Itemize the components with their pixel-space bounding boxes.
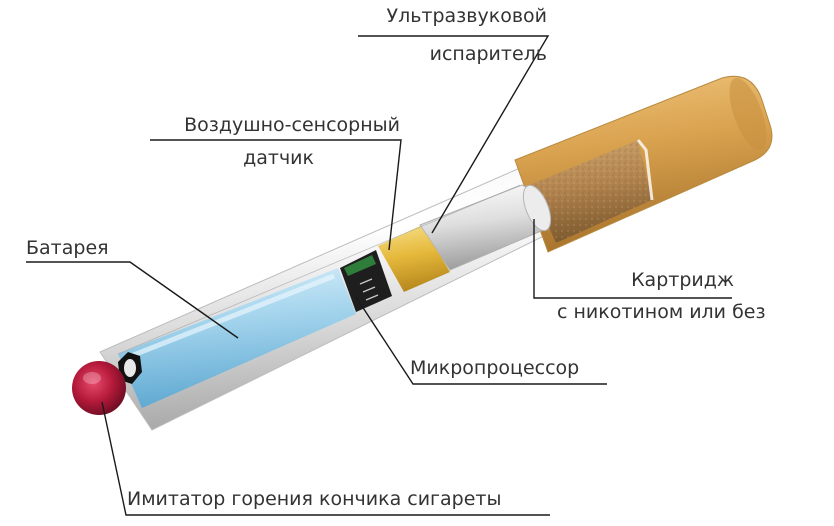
label-tip-imitator: Имитатор горения кончика сигареты [127, 488, 502, 510]
leader-evaporator [358, 35, 550, 234]
tube-inner-edge [117, 184, 521, 355]
red-tip-imitator [72, 361, 126, 415]
cartridge-texture [530, 140, 652, 243]
label-microprocessor: Микропроцессор [410, 357, 580, 379]
filter-end-cap [729, 77, 767, 151]
air-sensor-section [378, 226, 450, 292]
label-cartridge-line1: Картридж [631, 269, 734, 291]
label-cartridge-line2: с никотином или без [557, 301, 766, 323]
label-air-sensor-line1: Воздушно-сенсорный [184, 114, 400, 136]
battery-end-contact [124, 359, 136, 377]
microprocessor-board [344, 255, 376, 276]
label-battery: Батарея [26, 237, 109, 259]
label-evaporator-line2: испаритель [429, 43, 547, 65]
leader-cartridge [533, 219, 732, 299]
battery-highlight [125, 273, 335, 361]
evaporator-end-cap [522, 184, 552, 232]
leader-microprocessor [355, 296, 607, 385]
label-evaporator-line1: Ультразвуковой [386, 5, 547, 27]
leader-tip-imitator [101, 401, 550, 516]
red-tip-shine [83, 372, 101, 384]
leader-air-sensor [150, 139, 402, 251]
label-air-sensor-line2: датчик [243, 147, 314, 169]
leader-battery [26, 261, 239, 339]
cartridge-cut-edge [636, 139, 654, 201]
microprocessor-pins [359, 278, 379, 301]
